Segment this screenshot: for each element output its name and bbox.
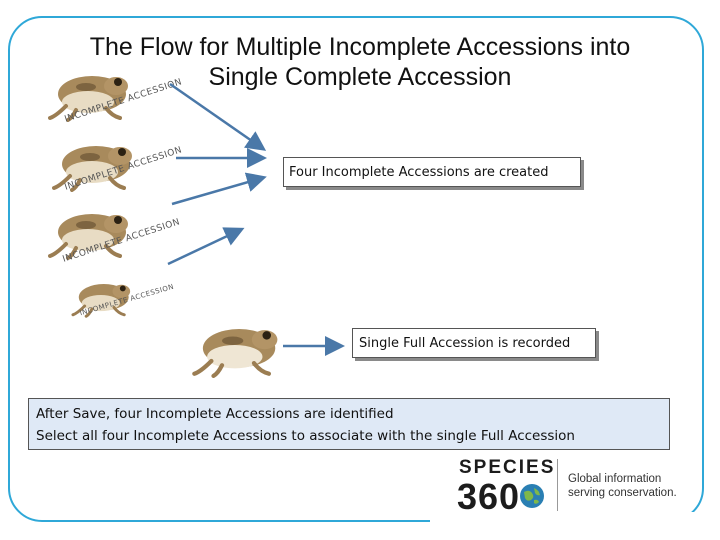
title-line-2: Single Complete Accession <box>208 63 512 91</box>
logo-wordmark: SPECIES <box>459 457 556 478</box>
slide-title: The Flow for Multiple Incomplete Accessi… <box>40 32 680 92</box>
globe-icon <box>520 484 544 508</box>
full-accession-box: Single Full Accession is recorded <box>352 328 596 358</box>
logo-number: 360 <box>457 476 521 517</box>
species360-logo: SPECIES 360 Global information serving c… <box>455 455 680 517</box>
arrow-1 <box>169 82 267 151</box>
logo-tagline: Global information serving conservation. <box>568 472 677 500</box>
arrow-3 <box>171 172 267 206</box>
instruction-note: After Save, four Incomplete Accessions a… <box>28 398 670 450</box>
note-line-1: After Save, four Incomplete Accessions a… <box>36 406 394 422</box>
frog-image-4 <box>71 284 131 318</box>
logo-tagline-2: serving conservation. <box>568 487 677 499</box>
frog-image-3 <box>48 214 128 260</box>
frog-image-full <box>192 329 278 378</box>
title-line-1: The Flow for Multiple Incomplete Accessi… <box>89 33 631 61</box>
note-line-2: Select all four Incomplete Accessions to… <box>36 428 575 444</box>
frog-image-1 <box>48 76 128 122</box>
frog-image-2 <box>52 146 132 192</box>
logo-tagline-1: Global information <box>568 473 662 485</box>
logo-divider <box>557 459 558 511</box>
frame-gap <box>430 512 720 526</box>
arrow-4 <box>167 227 245 266</box>
incomplete-accessions-box: Four Incomplete Accessions are created <box>283 157 581 187</box>
